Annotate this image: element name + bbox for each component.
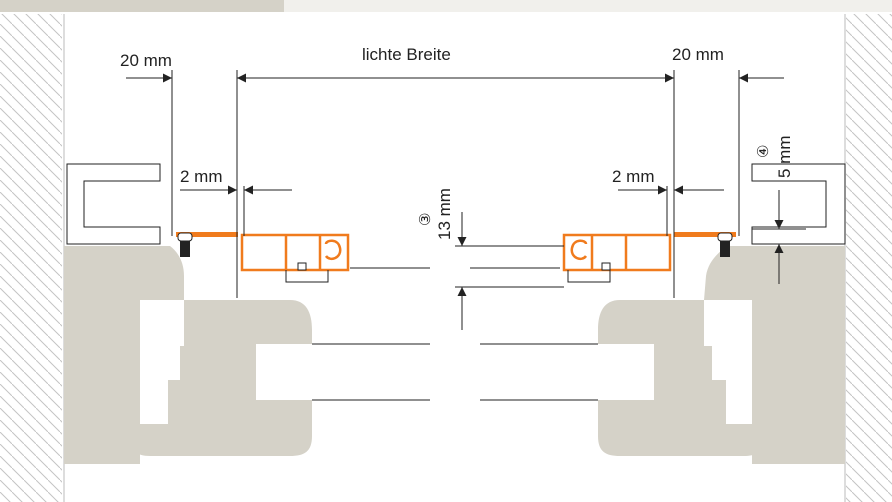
right-frame-inlay xyxy=(704,300,752,424)
label-left-2mm: 2 mm xyxy=(180,167,223,186)
label-13mm: 13 mm xyxy=(435,188,454,240)
right-profile-notch xyxy=(601,262,611,271)
left-window-frame xyxy=(130,300,312,456)
right-window-frame xyxy=(598,300,764,456)
top-bar xyxy=(284,0,892,12)
left-profile-notch xyxy=(297,262,307,271)
label-right-20mm: 20 mm xyxy=(672,45,724,64)
label-5mm: 5 mm xyxy=(775,136,794,179)
top-tab-bar xyxy=(0,0,284,12)
left-brush-seal xyxy=(177,232,193,257)
left-wall-lower xyxy=(64,290,140,464)
right-wall-lower xyxy=(752,290,845,464)
right-guide-rail xyxy=(751,163,846,245)
left-profile-tab xyxy=(285,270,329,283)
right-wall-hatch xyxy=(846,14,892,502)
left-wall-hatch xyxy=(0,14,62,502)
left-orange-profile xyxy=(176,232,350,272)
label-left-20mm: 20 mm xyxy=(120,51,172,70)
right-brush-seal xyxy=(717,232,733,257)
left-guide-rail xyxy=(66,163,161,245)
left-frame-inlay xyxy=(140,300,184,424)
marker-3: ③ xyxy=(416,213,434,226)
right-profile-tab xyxy=(567,270,611,283)
left-wall-reveal xyxy=(64,246,184,300)
label-right-2mm: 2 mm xyxy=(612,167,655,186)
right-orange-profile xyxy=(562,232,736,272)
label-lichte-breite: lichte Breite xyxy=(362,45,451,64)
right-wall-reveal xyxy=(704,246,845,300)
marker-4: ④ xyxy=(754,145,772,158)
